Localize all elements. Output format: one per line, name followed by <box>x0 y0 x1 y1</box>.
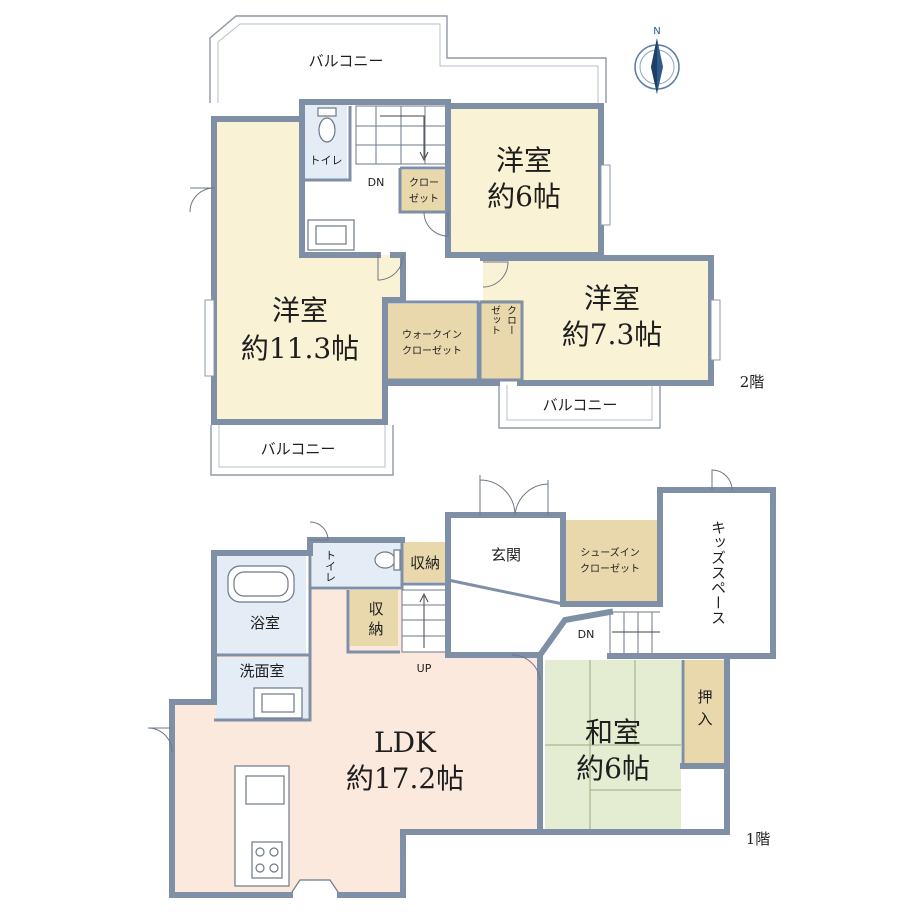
door <box>147 727 173 753</box>
japanese-room-name: 和室 <box>585 716 641 749</box>
door <box>479 475 516 516</box>
dn-label-2f: DN <box>368 176 385 189</box>
toilet-fixture-2f <box>317 107 337 143</box>
room-western-11 <box>214 119 403 422</box>
room-11-name: 洋室 <box>272 294 328 327</box>
closet-vertical-label-2: ゼット <box>489 305 501 335</box>
up-label-1f: UP <box>417 662 432 675</box>
door <box>711 469 733 491</box>
bay-window <box>289 879 341 896</box>
balcony-top-label: バルコニー <box>309 52 384 70</box>
walkin-closet <box>388 304 476 380</box>
closet-small-2f <box>400 170 448 212</box>
window <box>710 299 721 361</box>
floor-2-label: 2階 <box>740 373 765 391</box>
balcony-left <box>210 425 394 476</box>
closet-small-label-1: クロー <box>409 177 439 189</box>
shoes-closet-label-1: シューズイン <box>580 546 640 559</box>
compass-north-letter: N <box>653 26 660 37</box>
kids-space <box>660 490 773 656</box>
door <box>511 654 541 681</box>
storage-stair <box>350 590 398 646</box>
closet-vertical-label-1: クロー <box>505 305 516 335</box>
oshiire-label-1: 押 <box>697 688 712 706</box>
storage-stair-label-2: 納 <box>368 620 383 638</box>
room-western-73 <box>483 258 711 383</box>
window <box>204 299 215 377</box>
storage-top-label: 収納 <box>410 554 440 572</box>
oshiire <box>683 660 727 766</box>
door <box>514 480 549 516</box>
toilet-fixture-1f <box>374 551 396 569</box>
kids-space-label: キッズスペース <box>709 520 727 625</box>
entrance-label: 玄関 <box>491 546 521 564</box>
storage-top <box>402 542 448 582</box>
room-6-size: 約6帖 <box>487 180 561 213</box>
door <box>377 254 404 281</box>
closet-small-label-2: ゼット <box>409 193 439 205</box>
floor-1-label: 1階 <box>746 830 771 848</box>
dn-label-1f: DN <box>578 628 595 641</box>
room-11-size: 約11.3帖 <box>241 332 359 365</box>
balcony-top <box>209 15 607 103</box>
wall-1f-outer <box>169 512 566 898</box>
room-73-name: 洋室 <box>584 282 640 315</box>
floor-1: トイレ 収納 収 納 玄関 シューズイン クローゼット キッズスペース 浴室 洗… <box>147 469 776 898</box>
door <box>189 187 215 213</box>
balcony-right-label: バルコニー <box>543 396 618 414</box>
ldk-name: LDK <box>374 726 437 759</box>
door <box>309 521 329 541</box>
japanese-room-size: 約6帖 <box>576 752 650 785</box>
room-6-name: 洋室 <box>496 144 552 177</box>
kitchen-counter <box>234 765 290 887</box>
door <box>482 261 509 288</box>
oshiire-label-2: 入 <box>697 710 712 728</box>
room-73-size: 約7.3帖 <box>562 318 663 351</box>
balcony-left-label: バルコニー <box>261 440 336 458</box>
toilet-label-1f: トイレ <box>324 550 337 583</box>
floor-2: バルコニー バルコニー バルコニー トイレ DN クロー ゼット 洋室 約6帖 … <box>189 15 765 476</box>
bath-label: 浴室 <box>250 614 280 632</box>
toilet-label-2f: トイレ <box>310 154 343 167</box>
washroom-label: 洗面室 <box>239 662 284 680</box>
storage-stair-label-1: 収 <box>368 600 383 618</box>
shoes-closet <box>563 520 658 604</box>
compass-icon: N <box>634 26 680 94</box>
balcony-right <box>498 385 661 429</box>
shoes-closet-label-2: クローゼット <box>580 563 640 575</box>
ldk-size: 約17.2帖 <box>346 762 464 795</box>
tatami-lines <box>545 660 681 830</box>
window <box>600 164 611 226</box>
room-western-6 <box>448 106 601 255</box>
walkin-label-2: クローゼット <box>402 345 462 357</box>
closet-vertical-2f <box>481 300 521 380</box>
stairs-2f <box>355 105 447 165</box>
door <box>423 211 449 237</box>
walkin-label-1: ウォークイン <box>402 329 462 341</box>
